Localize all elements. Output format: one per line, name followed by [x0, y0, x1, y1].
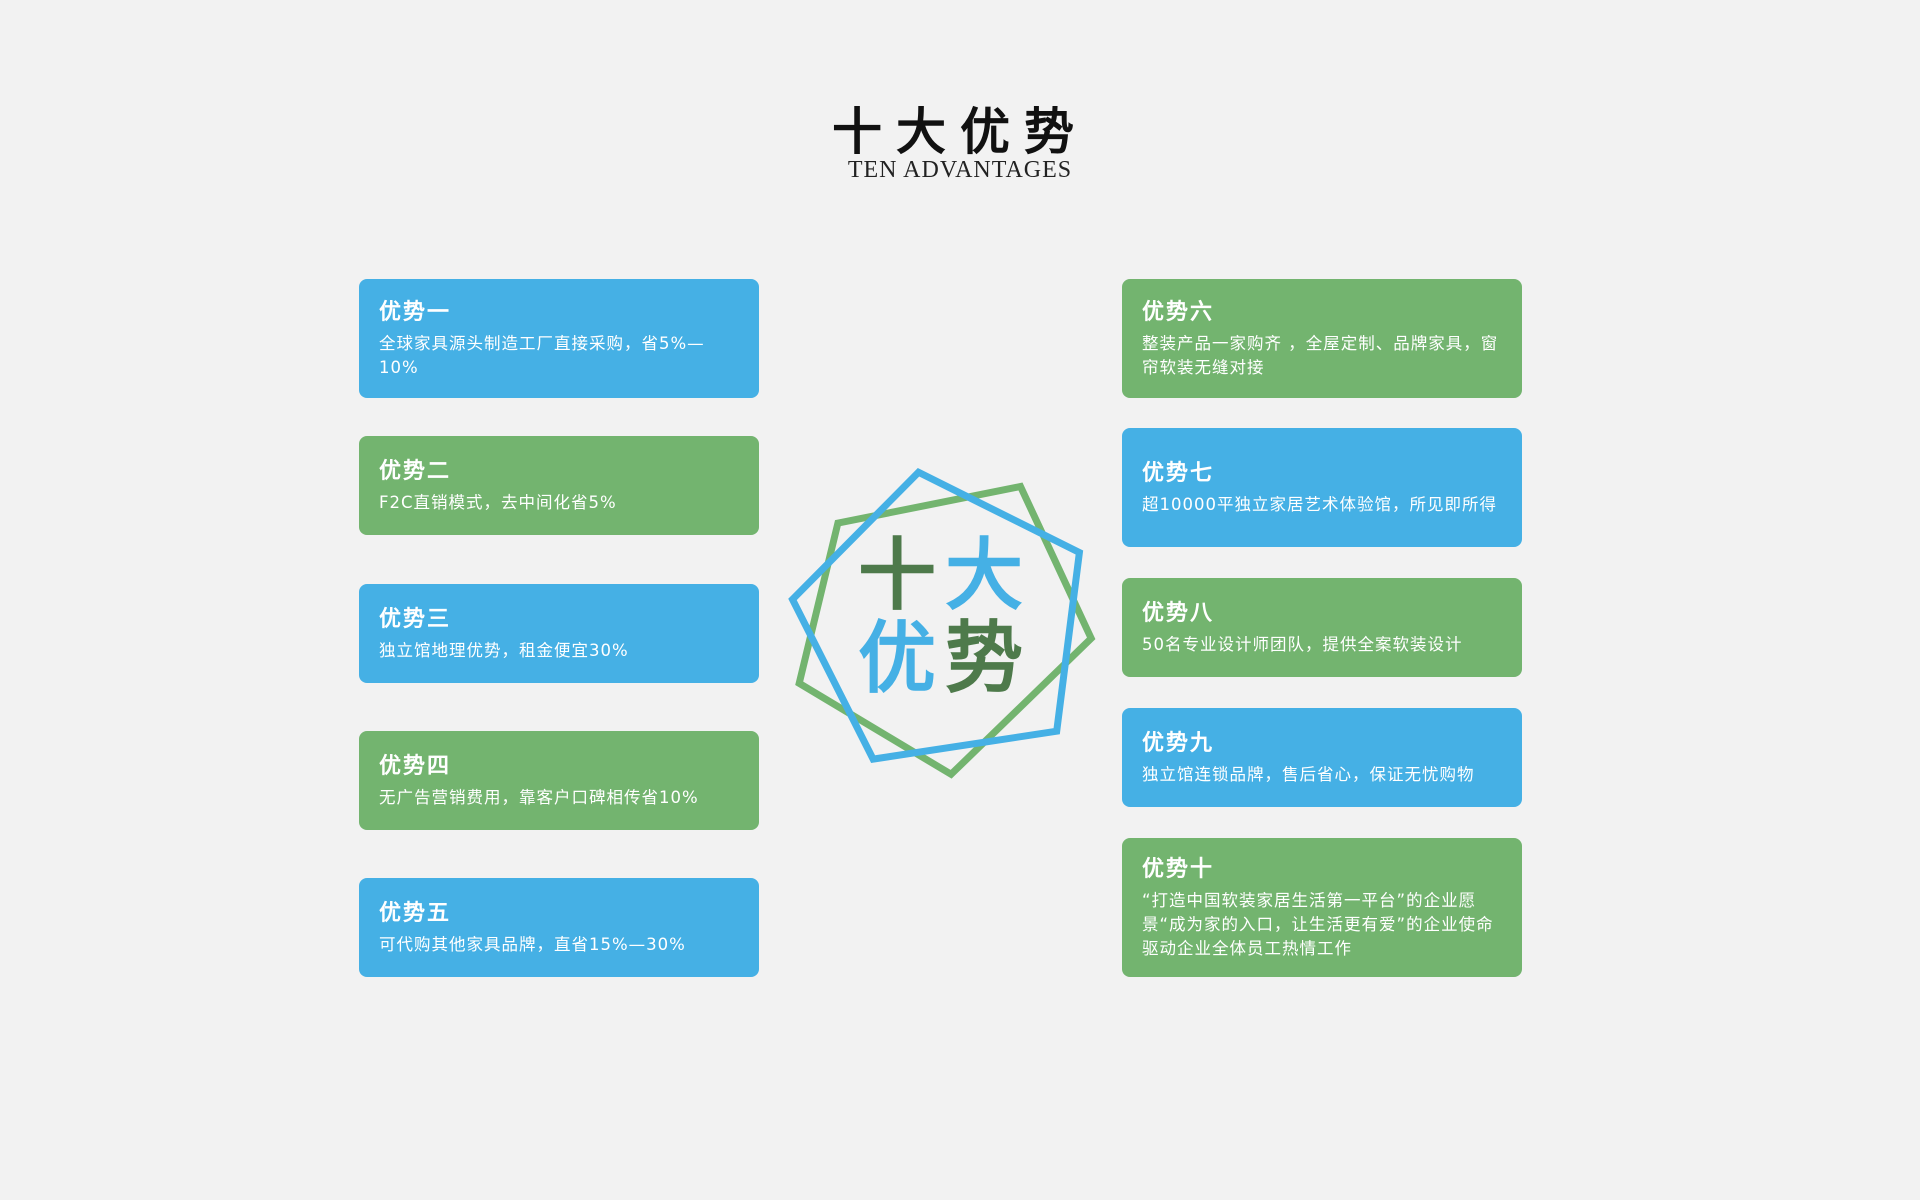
advantage-title: 优势一: [379, 299, 452, 325]
page-title: 十大优势: [832, 103, 1088, 161]
advantage-card-6: 优势六 整装产品一家购齐 ，全屋定制、品牌家具，窗帘软装无缝对接: [1122, 279, 1522, 398]
advantage-desc: 整装产品一家购齐 ，全屋定制、品牌家具，窗帘软装无缝对接: [1142, 333, 1499, 377]
advantage-card-4: 优势四 无广告营销费用，靠客户口碑相传省10%: [359, 731, 759, 830]
emblem-char-2: 大: [945, 531, 1023, 621]
advantage-desc: 可代购其他家具品牌，直省15%—30%: [379, 934, 686, 954]
advantage-card-9: 优势九 独立馆连锁品牌，售后省心，保证无忧购物: [1122, 708, 1522, 807]
advantage-title: 优势三: [379, 606, 452, 632]
emblem-char-4: 势: [945, 614, 1023, 704]
advantage-desc: 全球家具源头制造工厂直接采购，省5%—10%: [379, 333, 705, 377]
green-heptagon-outline: [795, 482, 1096, 779]
advantage-card-10: 优势十 “打造中国软装家居生活第一平台”的企业愿景“成为家的入口，让生活更有爱”…: [1122, 838, 1522, 977]
advantage-title: 优势九: [1142, 730, 1215, 756]
advantage-card-5: 优势五 可代购其他家具品牌，直省15%—30%: [359, 878, 759, 977]
advantage-title: 优势四: [379, 753, 452, 779]
advantage-card-7: 优势七 超10000平独立家居艺术体验馆，所见即所得: [1122, 428, 1522, 547]
advantage-title: 优势十: [1142, 856, 1215, 882]
advantage-title: 优势二: [379, 458, 452, 484]
advantage-title: 优势六: [1142, 299, 1215, 325]
advantage-desc: 独立馆连锁品牌，售后省心，保证无忧购物: [1142, 764, 1475, 784]
advantage-desc: 超10000平独立家居艺术体验馆，所见即所得: [1142, 494, 1497, 514]
page-subtitle: TEN ADVANTAGES: [847, 157, 1073, 183]
emblem: 十 大 优 势: [788, 468, 1096, 779]
advantage-card-3: 优势三 独立馆地理优势，租金便宜30%: [359, 584, 759, 683]
advantage-title: 优势八: [1142, 600, 1215, 626]
advantage-title: 优势五: [379, 900, 452, 926]
advantage-desc: 50名专业设计师团队，提供全案软装设计: [1142, 634, 1463, 654]
advantage-desc: “打造中国软装家居生活第一平台”的企业愿景“成为家的入口，让生活更有爱”的企业使…: [1142, 890, 1494, 958]
emblem-char-1: 十: [858, 531, 936, 621]
advantage-card-1: 优势一 全球家具源头制造工厂直接采购，省5%—10%: [359, 279, 759, 398]
advantage-card-2: 优势二 F2C直销模式，去中间化省5%: [359, 436, 759, 535]
advantage-card-8: 优势八 50名专业设计师团队，提供全案软装设计: [1122, 578, 1522, 677]
advantage-desc: 无广告营销费用，靠客户口碑相传省10%: [379, 787, 699, 807]
advantage-title: 优势七: [1142, 460, 1215, 486]
blue-pentagon-outline: [788, 468, 1084, 763]
advantage-desc: 独立馆地理优势，租金便宜30%: [379, 640, 629, 660]
emblem-char-3: 优: [858, 614, 936, 704]
advantage-desc: F2C直销模式，去中间化省5%: [379, 492, 617, 512]
